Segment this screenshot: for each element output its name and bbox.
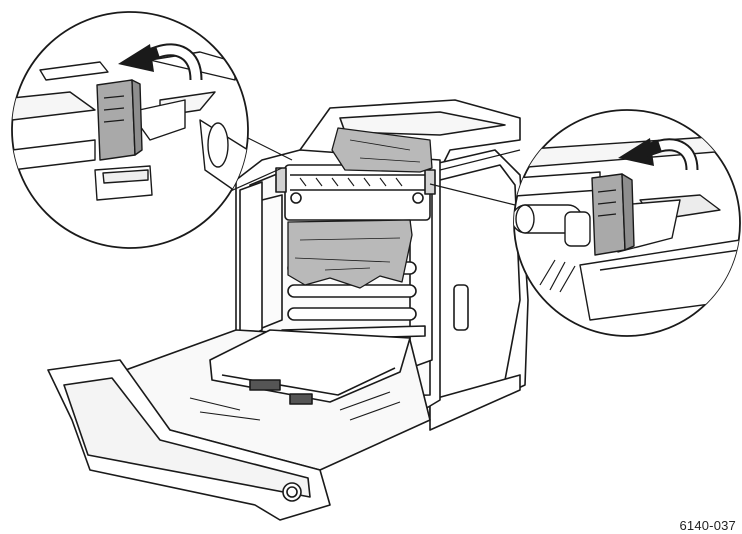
curved-arrow-right-icon bbox=[618, 138, 699, 171]
figure-code: 6140-037 bbox=[679, 518, 736, 533]
detail-circle-left bbox=[11, 11, 249, 249]
side-handle bbox=[453, 284, 469, 331]
fuser-unit bbox=[284, 164, 431, 221]
callout-line-right-upper bbox=[439, 149, 521, 171]
release-lever-left bbox=[96, 79, 136, 161]
belt-handle-left bbox=[249, 379, 281, 391]
front-cover bbox=[47, 329, 431, 521]
curved-arrow-left-icon bbox=[118, 43, 203, 81]
belt-handle-right bbox=[289, 393, 313, 405]
detail-circle-right bbox=[513, 109, 741, 337]
jammed-paper bbox=[287, 127, 433, 289]
roller-2 bbox=[287, 284, 417, 298]
callout-line-right-lower bbox=[429, 183, 516, 206]
jammed-paper-middle bbox=[287, 219, 413, 289]
fuser-lever-right-small bbox=[424, 169, 436, 195]
fuser-lever-left-small bbox=[275, 167, 287, 193]
roller-3 bbox=[287, 307, 417, 321]
